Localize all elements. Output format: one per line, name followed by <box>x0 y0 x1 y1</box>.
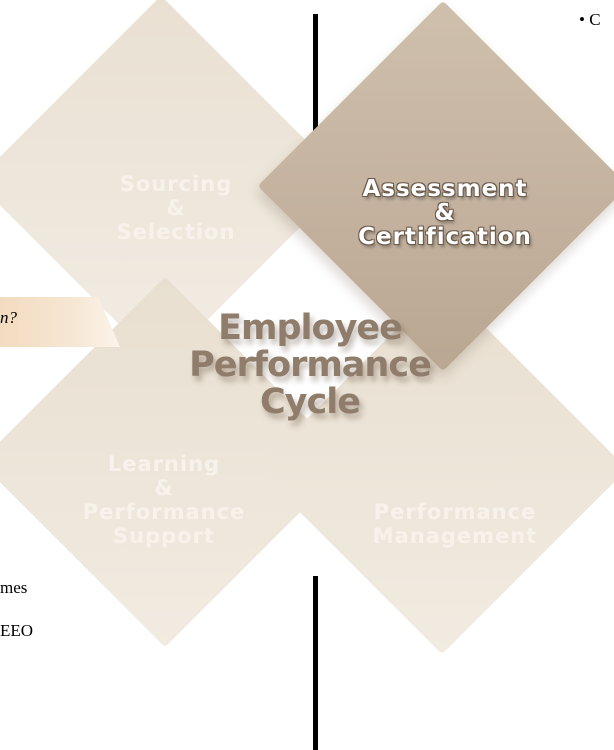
left-tab-banner: n? <box>0 297 120 347</box>
banner-text-fragment: n? <box>0 308 17 327</box>
learning-performance-support-label: Learning & Performance Support <box>82 452 246 548</box>
right-bullet-fragment: • C <box>579 10 601 29</box>
left-text-fragment-1: mes <box>0 578 28 597</box>
sourcing-selection-label: Sourcing & Selection <box>116 172 236 244</box>
assessment-certification-label: Assessment & Certification <box>358 176 532 250</box>
bottom-separator-bar <box>313 576 318 750</box>
employee-performance-cycle-title: Employee Performance Cycle <box>189 308 432 422</box>
top-separator-bar <box>313 14 318 160</box>
performance-management-label: Performance Management <box>372 500 538 548</box>
left-text-fragment-2: EEO <box>0 621 34 640</box>
